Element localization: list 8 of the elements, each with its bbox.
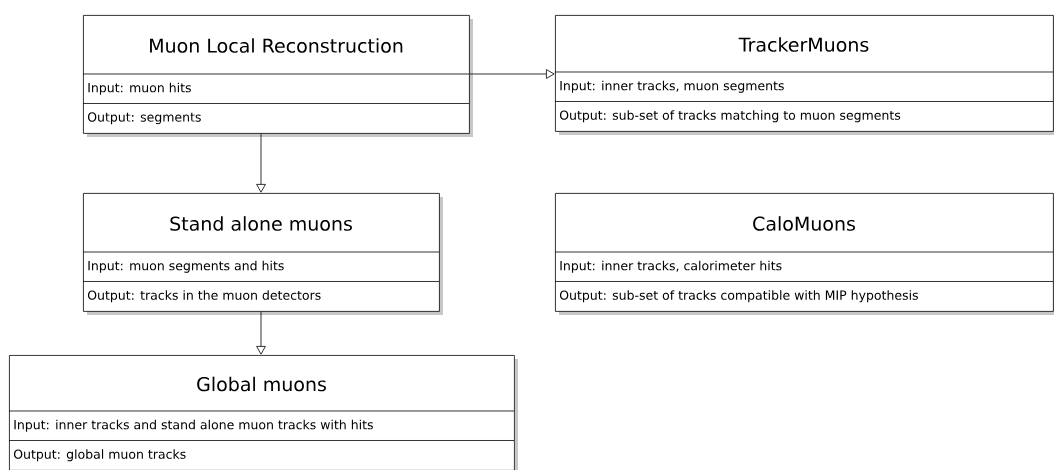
class-box: Stand alone muons Input: muon segments and hits Output: tracks in the muon detectors: [82, 193, 443, 315]
class-box: Global muons Input: inner tracks and stand alone muon tracks with hits Output: global muon tracks: [8, 355, 518, 470]
arrow: [256, 311, 266, 355]
arrow: [469, 69, 555, 79]
class-box: CaloMuons Input: inner tracks, calorimeter hits Output: sub-set of tracks compatible with MIP hypothesis: [554, 193, 1054, 315]
class-box: TrackerMuons Input: inner tracks, muon segments Output: sub-set of tracks matching to muon segments: [554, 15, 1054, 135]
class-box: Muon Local Reconstruction Input: muon hits Output: segments: [82, 15, 473, 137]
arrow: [256, 133, 266, 193]
